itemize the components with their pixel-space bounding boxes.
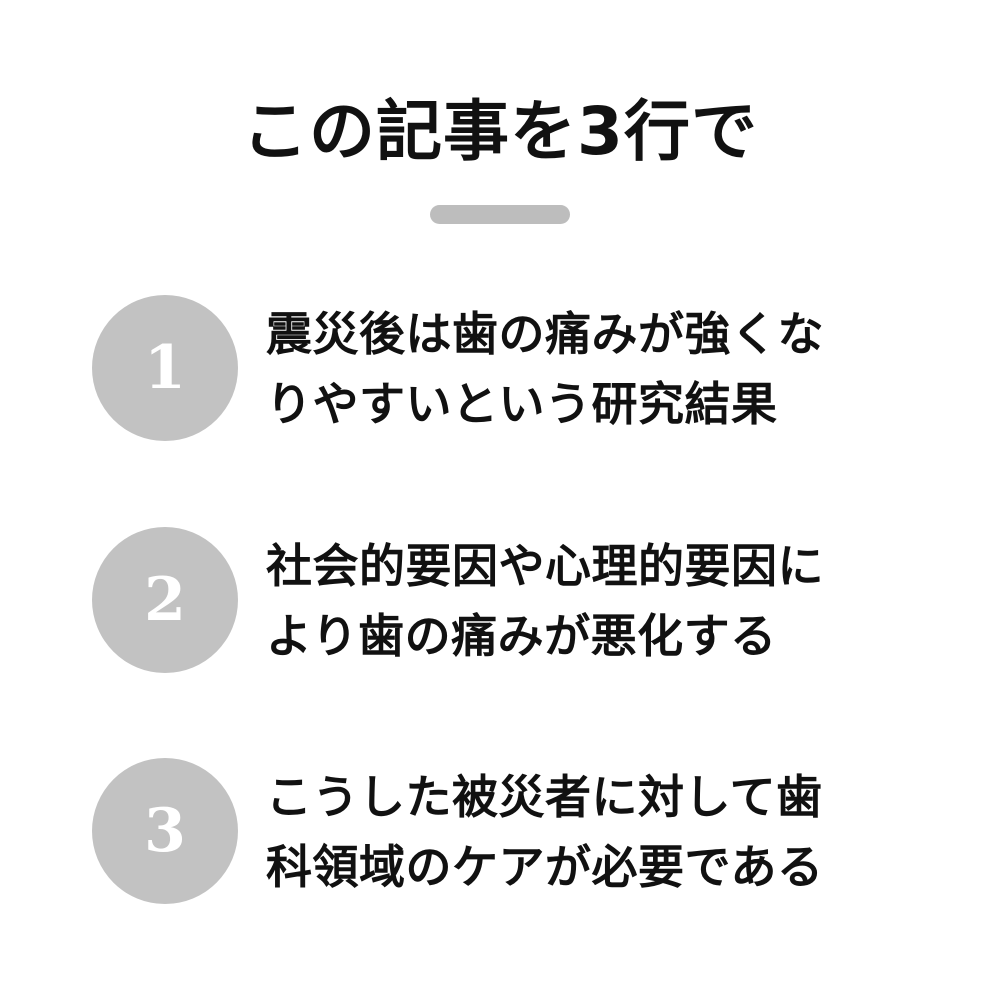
summary-item-3: 3 こうした被災者に対して歯 科領域のケアが必要である — [0, 758, 1000, 908]
number-badge-1: 1 — [92, 295, 238, 441]
summary-text-2: 社会的要因や心理的要因に より歯の痛みが悪化する — [266, 531, 986, 671]
summary-item-2: 2 社会的要因や心理的要因に より歯の痛みが悪化する — [0, 527, 1000, 677]
item-number: 1 — [144, 333, 186, 403]
summary-item-1: 1 震災後は歯の痛みが強くな りやすいという研究結果 — [0, 295, 1000, 445]
summary-line: りやすいという研究結果 — [266, 377, 778, 431]
summary-text-3: こうした被災者に対して歯 科領域のケアが必要である — [266, 762, 986, 902]
summary-line: 社会的要因や心理的要因に — [266, 539, 824, 593]
summary-text-1: 震災後は歯の痛みが強くな りやすいという研究結果 — [266, 299, 986, 439]
item-number: 2 — [144, 565, 186, 635]
summary-line: こうした被災者に対して歯 — [266, 770, 823, 824]
summary-line: 震災後は歯の痛みが強くな — [266, 307, 824, 361]
number-badge-3: 3 — [92, 758, 238, 904]
title-divider — [430, 205, 570, 224]
summary-line: より歯の痛みが悪化する — [266, 609, 777, 663]
summary-line: 科領域のケアが必要である — [266, 840, 824, 894]
number-badge-2: 2 — [92, 527, 238, 673]
item-number: 3 — [144, 796, 186, 866]
summary-title: この記事を3行で — [242, 93, 758, 170]
